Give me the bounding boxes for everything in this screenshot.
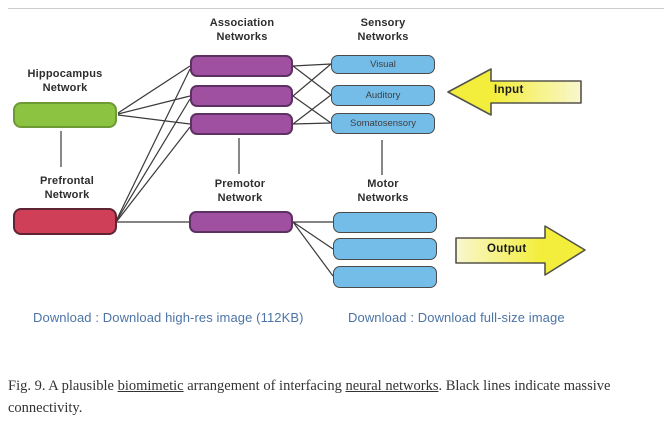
sensory-networks-label: Sensory Networks [357,17,409,44]
association-box-1 [190,55,293,77]
hippocampus-network-label: Hippocampus Network [27,68,103,95]
output-arrow: Output [454,223,589,279]
caption-term-link-biomimetic[interactable]: biomimetic [117,378,184,394]
input-arrow-shape [447,68,582,116]
sensory-box-visual: Visual [331,55,435,74]
motor-box-2 [333,238,437,260]
caption-term-link-neural-networks[interactable]: neural networks [345,378,439,394]
input-arrow-label: Input [494,84,524,96]
association-networks-label: Association Networks [209,17,275,44]
output-arrow-label: Output [487,243,527,255]
premotor-box [189,211,293,233]
motor-networks-label: Motor Networks [357,178,409,205]
caption-text-3: . Black lines indicate massive connectiv… [8,378,611,417]
association-box-3 [190,113,293,135]
association-box-2 [190,85,293,107]
premotor-network-label: Premotor Network [214,178,266,205]
motor-box-3 [333,266,437,288]
connection-lines [60,63,383,277]
figure-image[interactable]: Hippocampus Network Prefrontal Network A… [0,9,669,305]
sensory-box-auditory: Auditory [331,85,435,106]
figure-caption: Fig. 9. A plausible biomimetic arrangeme… [8,375,658,420]
prefrontal-box [13,208,117,235]
prefrontal-network-label: Prefrontal Network [40,175,94,202]
top-divider [8,8,664,9]
output-arrow-shape [455,225,586,276]
input-arrow: Input [446,66,583,119]
sensory-box-somatosensory: Somatosensory [331,113,435,134]
caption-text-2: arrangement of interfacing [183,378,346,394]
caption-text-1: Fig. 9. A plausible [8,378,118,394]
motor-box-1 [333,212,437,233]
download-high-res-link[interactable]: Download : Download high-res image (112K… [33,310,304,325]
download-full-size-link[interactable]: Download : Download full-size image [348,310,565,325]
hippocampus-box [13,102,117,128]
